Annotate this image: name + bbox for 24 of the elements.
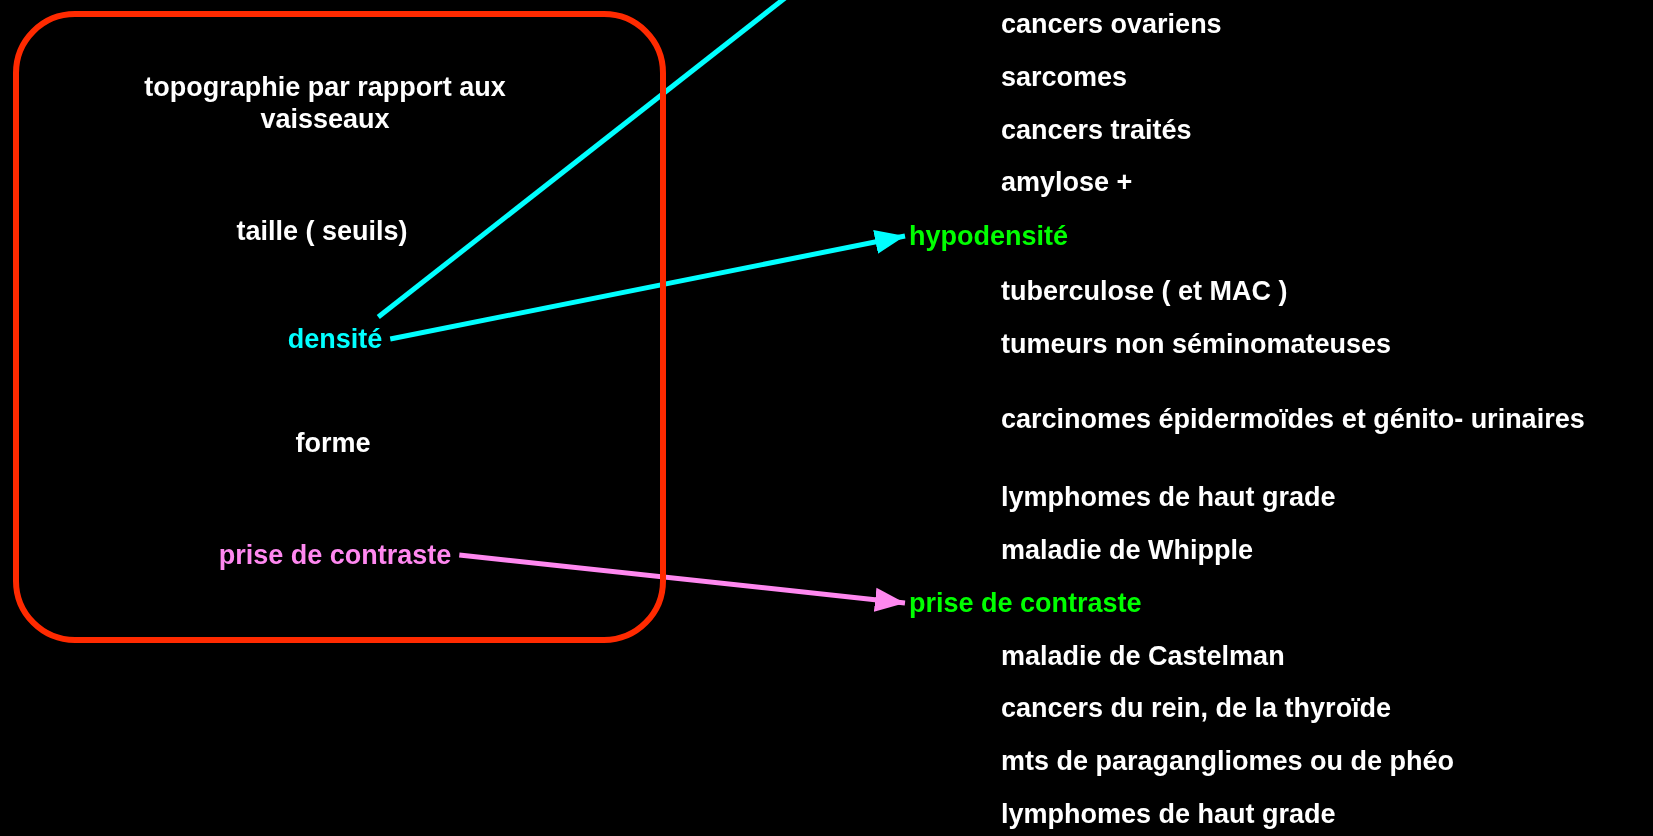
list-item: tuberculose ( et MAC ) xyxy=(1001,275,1288,307)
list-item: cancers traités xyxy=(1001,114,1192,146)
list-item: cancers du rein, de la thyroïde xyxy=(1001,692,1392,724)
list-item: amylose + xyxy=(1001,166,1133,198)
list-item: maladie de Whipple xyxy=(1001,534,1254,566)
list-item: carcinomes épidermoïdes et génito- urinaires xyxy=(1001,403,1586,435)
category-heading: prise de contraste xyxy=(909,587,1142,619)
list-item: sarcomes xyxy=(1001,61,1128,93)
line xyxy=(376,0,787,319)
arrow xyxy=(459,552,906,612)
arrow xyxy=(389,230,906,342)
rounded-box xyxy=(13,11,666,643)
criterion-label: densité xyxy=(287,323,383,355)
criterion-label: topographie par rapport aux vaisseaux xyxy=(135,71,515,135)
criterion-label: prise de contraste xyxy=(218,539,452,571)
criterion-label: forme xyxy=(295,427,371,459)
criterion-label: taille ( seuils) xyxy=(236,215,408,247)
category-heading: hypodensité xyxy=(909,220,1069,252)
list-item: tumeurs non séminomateuses xyxy=(1001,328,1392,360)
list-item: maladie de Castelman xyxy=(1001,640,1285,672)
list-item: lymphomes de haut grade xyxy=(1001,481,1336,513)
list-item: mts de paragangliomes ou de phéo xyxy=(1001,745,1455,777)
list-item: lymphomes de haut grade xyxy=(1001,798,1336,830)
list-item: cancers ovariens xyxy=(1001,8,1222,40)
